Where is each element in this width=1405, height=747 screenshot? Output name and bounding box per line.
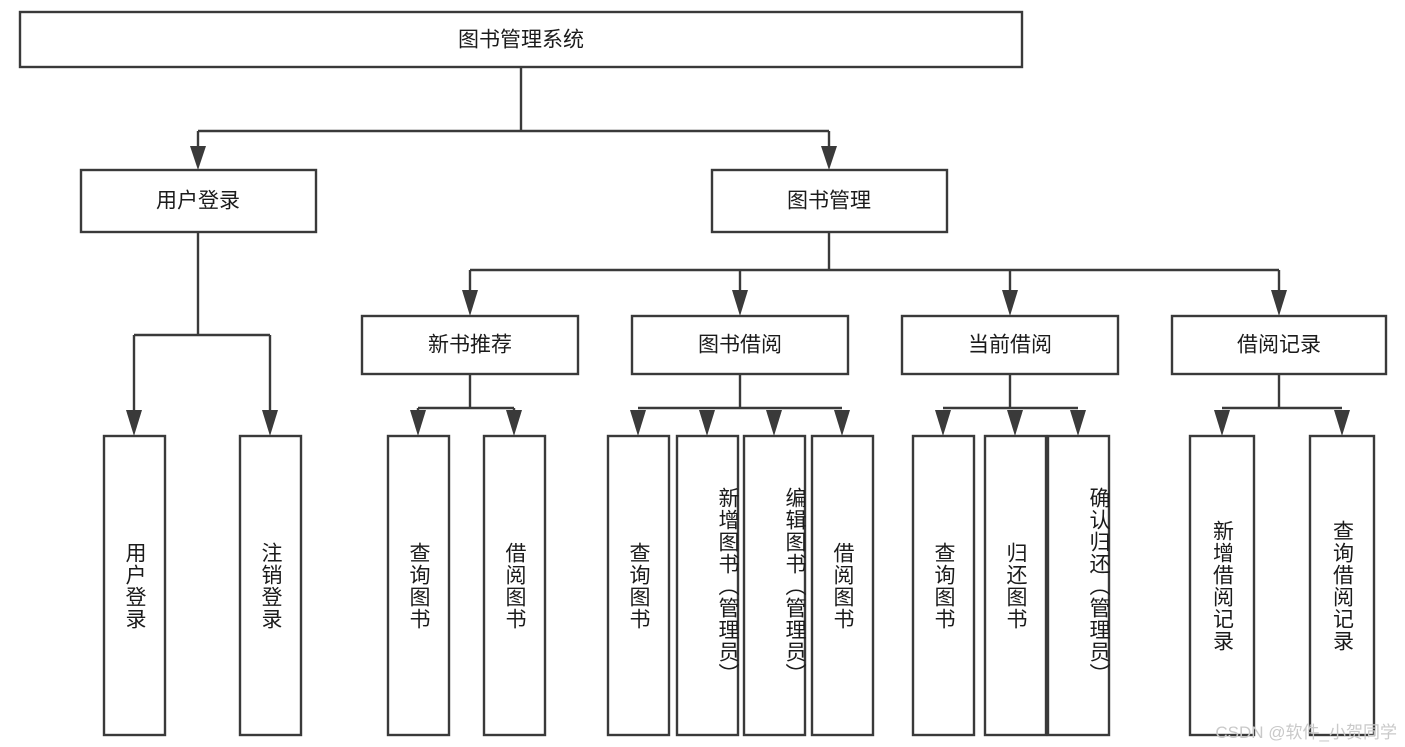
node-box-leaf-query-book-2[interactable] — [606, 434, 671, 737]
arrow-head-current-borrow — [1002, 290, 1018, 316]
arrow-head-leaf-user-login — [126, 410, 142, 436]
arrow-head-leaf-query-record — [1334, 410, 1350, 436]
node-box-root[interactable] — [18, 10, 1024, 69]
node-box-leaf-logout[interactable] — [238, 434, 303, 737]
arrow-head-borrow-record — [1271, 290, 1287, 316]
node-label-user-login: 用户登录 — [156, 190, 240, 213]
arrow-head-new-book-rec — [462, 290, 478, 316]
node-box-leaf-query-book-3[interactable] — [911, 434, 976, 737]
arrow-head-leaf-confirm-return — [1070, 410, 1086, 436]
node-box-leaf-edit-book[interactable] — [742, 434, 807, 737]
arrow-head-leaf-query-book-2 — [630, 410, 646, 436]
node-label-book-borrow: 图书借阅 — [698, 334, 782, 357]
node-box-leaf-add-record[interactable] — [1188, 434, 1256, 737]
arrow-head-leaf-add-book — [699, 410, 715, 436]
node-box-new-book-rec[interactable] — [360, 314, 580, 376]
arrow-head-leaf-query-book-3 — [935, 410, 951, 436]
node-box-leaf-borrow-book-1[interactable] — [482, 434, 547, 737]
node-label-new-book-rec: 新书推荐 — [428, 334, 512, 357]
node-box-leaf-borrow-book-2[interactable] — [810, 434, 875, 737]
arrow-head-book-manage — [821, 146, 837, 170]
node-label-book-manage: 图书管理 — [787, 190, 871, 213]
node-label-root: 图书管理系统 — [458, 29, 584, 52]
node-box-leaf-confirm-return[interactable] — [1046, 434, 1111, 737]
node-box-leaf-return-book[interactable] — [983, 434, 1048, 737]
arrow-head-leaf-return-book — [1007, 410, 1023, 436]
arrow-head-leaf-borrow-book-2 — [834, 410, 850, 436]
arrow-head-leaf-edit-book — [766, 410, 782, 436]
arrow-head-leaf-borrow-book-1 — [506, 410, 522, 436]
node-box-leaf-query-record[interactable] — [1308, 434, 1376, 737]
node-box-leaf-query-book-1[interactable] — [386, 434, 451, 737]
node-box-leaf-user-login[interactable] — [102, 434, 167, 737]
node-box-leaf-add-book[interactable] — [675, 434, 740, 737]
arrow-head-book-borrow — [732, 290, 748, 316]
node-label-borrow-record: 借阅记录 — [1237, 334, 1321, 357]
arrow-head-leaf-query-book-1 — [410, 410, 426, 436]
arrow-head-user-login — [190, 146, 206, 170]
node-label-current-borrow: 当前借阅 — [968, 334, 1052, 357]
watermark-text: CSDN @软件_小贺同学 — [1215, 723, 1397, 742]
node-box-current-borrow[interactable] — [900, 314, 1120, 376]
node-box-user-login[interactable] — [79, 168, 318, 234]
arrow-head-leaf-logout — [262, 410, 278, 436]
arrow-head-leaf-add-record — [1214, 410, 1230, 436]
